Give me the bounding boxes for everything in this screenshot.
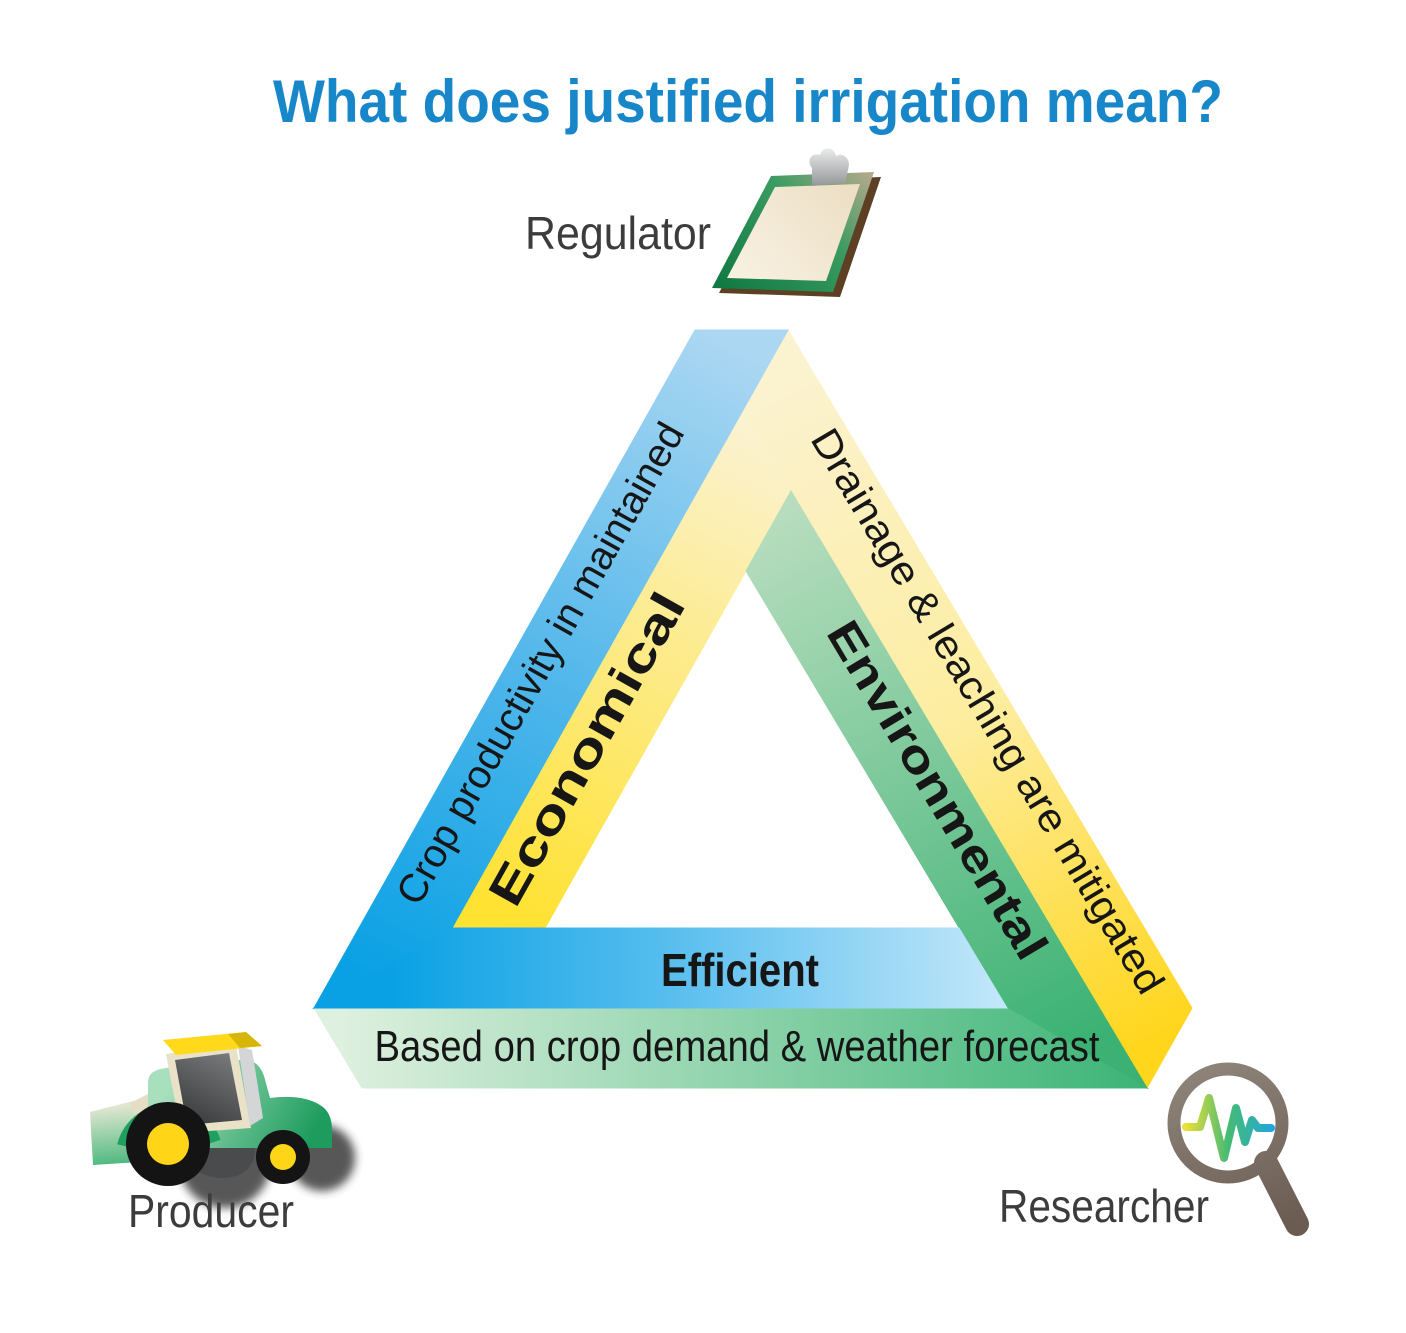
regulator-group: Regulator <box>525 148 881 297</box>
bottom-outer-band-label: Based on crop demand & weather forecast <box>375 1022 1100 1071</box>
clipboard-icon <box>712 148 881 297</box>
tractor-front-pillar <box>238 1046 263 1126</box>
page-title: What does justified irrigation mean? <box>273 68 1223 135</box>
regulator-label: Regulator <box>525 207 711 259</box>
signal-waveform <box>1182 1094 1275 1162</box>
tractor-front-wheel <box>256 1130 310 1184</box>
penrose-triangle <box>312 329 1193 1090</box>
band-bottom-inner-blue <box>312 927 1008 1009</box>
magnifying-glass-icon <box>1167 1062 1309 1236</box>
tractor-window <box>175 1053 242 1125</box>
producer-label: Producer <box>128 1185 294 1237</box>
magnifier-handle <box>1254 1151 1309 1236</box>
magnifier-lens <box>1180 1075 1276 1171</box>
clipboard-clip <box>809 148 849 186</box>
bottom-inner-band-label: Efficient <box>661 944 819 996</box>
clipboard-paper <box>727 184 860 281</box>
producer-group: Producer <box>90 1032 355 1237</box>
magnifier-ring <box>1167 1062 1289 1184</box>
researcher-group: Researcher <box>999 1062 1309 1236</box>
researcher-label: Researcher <box>999 1180 1209 1232</box>
tractor-roof-edge <box>228 1032 262 1048</box>
tractor-icon <box>90 1032 355 1208</box>
tractor-rear-wheel <box>126 1102 210 1186</box>
